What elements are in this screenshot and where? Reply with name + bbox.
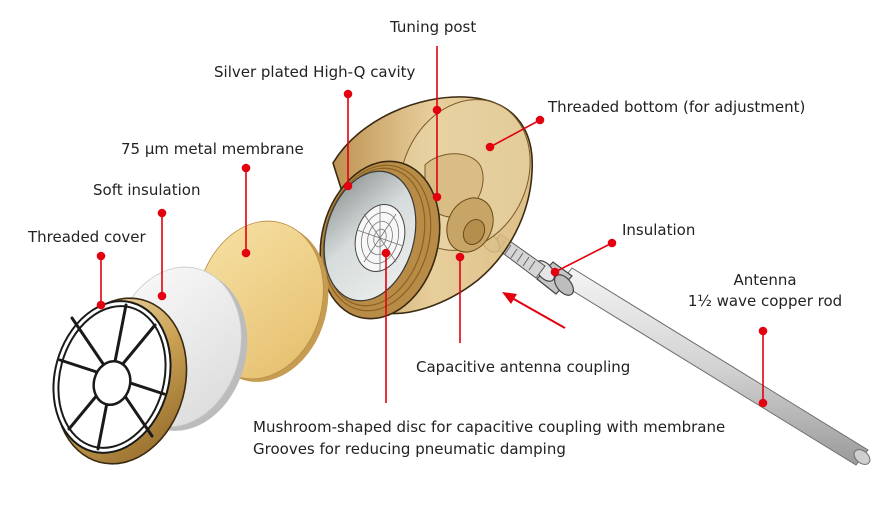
label-membrane: 75 µm metal membrane — [121, 140, 304, 158]
leader-silver-cavity — [343, 89, 353, 191]
label-capacitive-coupling: Capacitive antenna coupling — [416, 358, 631, 376]
label-mushroom-line1: Mushroom-shaped disc for capacitive coup… — [253, 418, 726, 436]
label-insulation: Insulation — [622, 221, 696, 239]
label-tuning-post: Tuning post — [390, 18, 477, 36]
label-threaded-cover: Threaded cover — [28, 228, 146, 246]
label-soft-insulation: Soft insulation — [93, 181, 201, 199]
threaded-cover — [52, 297, 188, 465]
cavity-body — [319, 96, 533, 320]
label-antenna-line1: Antenna — [733, 271, 797, 289]
leader-insulation — [550, 238, 617, 277]
label-silver-cavity: Silver plated High-Q cavity — [214, 63, 416, 81]
insertion-arrow — [502, 292, 566, 329]
mushroom-disc — [354, 204, 406, 272]
label-threaded-bottom: Threaded bottom (for adjustment) — [548, 98, 806, 116]
leader-mushroom — [381, 248, 391, 403]
label-mushroom-line2: Grooves for reducing pneumatic damping — [253, 440, 566, 458]
label-antenna-line2: 1½ wave copper rod — [687, 292, 843, 310]
leader-threaded-bottom — [485, 115, 545, 152]
leader-capacitive-coupling — [455, 252, 465, 343]
leader-membrane — [241, 163, 251, 258]
leader-antenna — [758, 326, 768, 408]
leader-soft-insulation — [157, 208, 167, 301]
leader-tuning-post — [432, 46, 442, 202]
leader-threaded-cover — [96, 251, 106, 310]
